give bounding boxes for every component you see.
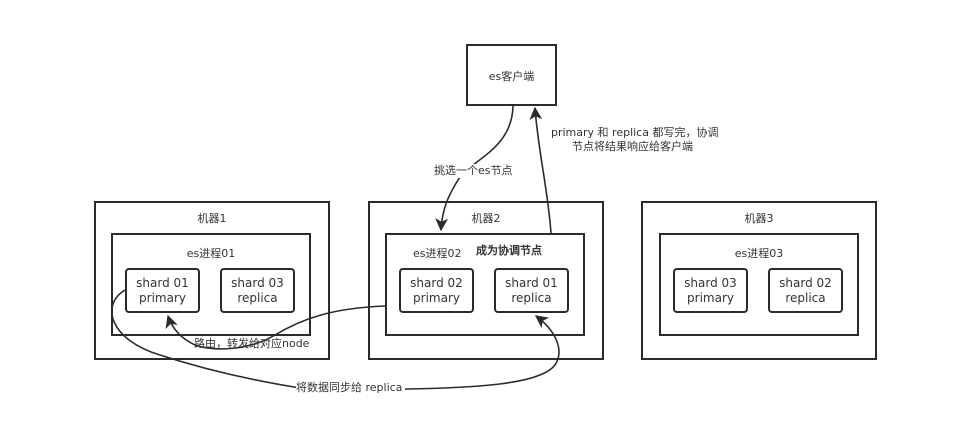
shard-01-primary-m1: shard 01 primary (125, 268, 200, 313)
shard-role: replica (511, 290, 552, 305)
machine-1-label: 机器1 (197, 212, 227, 225)
shard-02-primary-m2: shard 02 primary (399, 268, 474, 313)
edge-label-route: 路由，转发给对应node (194, 337, 310, 350)
shard-role: primary (687, 290, 734, 305)
shard-name: shard 01 (505, 275, 558, 290)
edge-label-response-1: primary 和 replica 都写完，协调 (551, 126, 719, 139)
machine-2-label: 机器2 (471, 212, 501, 225)
shard-name: shard 03 (684, 275, 737, 290)
edge-label-select-node: 挑选一个es节点 (434, 164, 513, 178)
shard-role: replica (237, 290, 278, 305)
shard-02-replica-m3: shard 02 replica (768, 268, 843, 313)
es-process-02-label: es进程02 (413, 247, 462, 260)
es-client-box (466, 44, 557, 106)
es-process-01-label: es进程01 (186, 247, 236, 260)
machine-3-label: 机器3 (744, 212, 774, 225)
shard-03-replica-m1: shard 03 replica (220, 268, 295, 313)
shard-role: primary (413, 290, 460, 305)
edge-route (165, 305, 386, 350)
coordinator-note: 成为协调节点 (476, 244, 542, 257)
es-process-03-label: es进程03 (734, 247, 784, 260)
shard-name: shard 03 (231, 275, 284, 290)
shard-name: shard 02 (779, 275, 832, 290)
shard-name: shard 01 (136, 275, 189, 290)
edge-label-sync: 将数据同步给 replica (296, 381, 403, 395)
edge-response (529, 106, 552, 234)
es-client-label: es客户端 (488, 70, 535, 83)
shard-role: replica (785, 290, 826, 305)
shard-03-primary-m3: shard 03 primary (673, 268, 748, 313)
shard-role: primary (139, 290, 186, 305)
edge-label-response-2: 节点将结果响应给客户端 (572, 140, 693, 153)
shard-name: shard 02 (410, 275, 463, 290)
edge-sync (111, 289, 560, 390)
